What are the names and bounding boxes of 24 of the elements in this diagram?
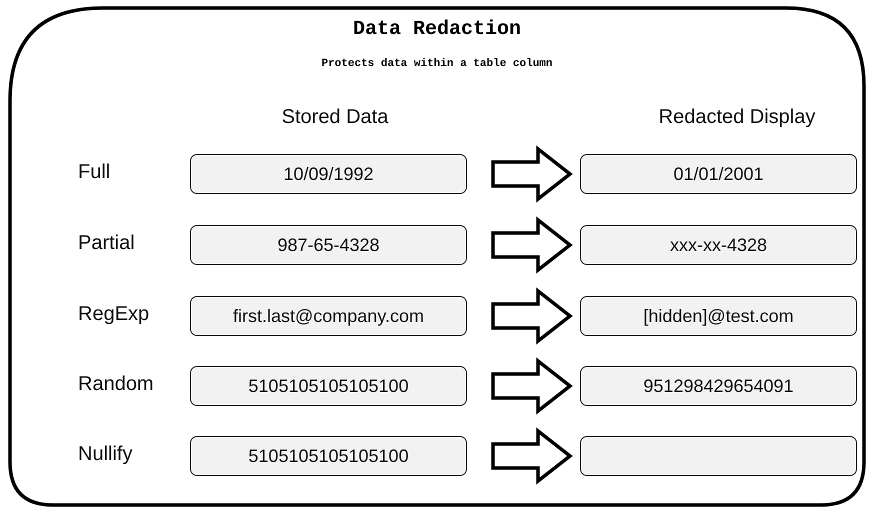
block-arrow bbox=[491, 216, 573, 274]
value-field: first.last@company.com bbox=[190, 296, 467, 336]
row-label: Full bbox=[78, 161, 110, 184]
value-field: 5105105105105100 bbox=[190, 436, 467, 476]
row-label: RegExp bbox=[78, 303, 150, 326]
row-label: Random bbox=[78, 373, 154, 396]
block-arrow bbox=[491, 287, 573, 345]
value-field: 5105105105105100 bbox=[190, 366, 467, 406]
block-arrow bbox=[491, 357, 573, 415]
value-field: xxx-xx-4328 bbox=[580, 225, 857, 265]
column-header: Stored Data bbox=[282, 106, 388, 129]
value-field: [hidden]@test.com bbox=[580, 296, 857, 336]
frame-heading: Data Redaction bbox=[352, 18, 522, 41]
value-field: 987-65-4328 bbox=[190, 225, 467, 265]
value-field: 01/01/2001 bbox=[580, 154, 857, 194]
column-header: Redacted Display bbox=[658, 106, 816, 129]
value-field: 951298429654091 bbox=[580, 366, 857, 406]
frame-subheading: Protects data within a table column bbox=[320, 58, 554, 70]
block-arrow bbox=[491, 427, 573, 485]
block-arrow bbox=[491, 145, 573, 203]
row-label: Nullify bbox=[78, 443, 132, 466]
empty-field bbox=[580, 436, 857, 476]
value-field: 10/09/1992 bbox=[190, 154, 467, 194]
row-label: Partial bbox=[78, 232, 135, 255]
